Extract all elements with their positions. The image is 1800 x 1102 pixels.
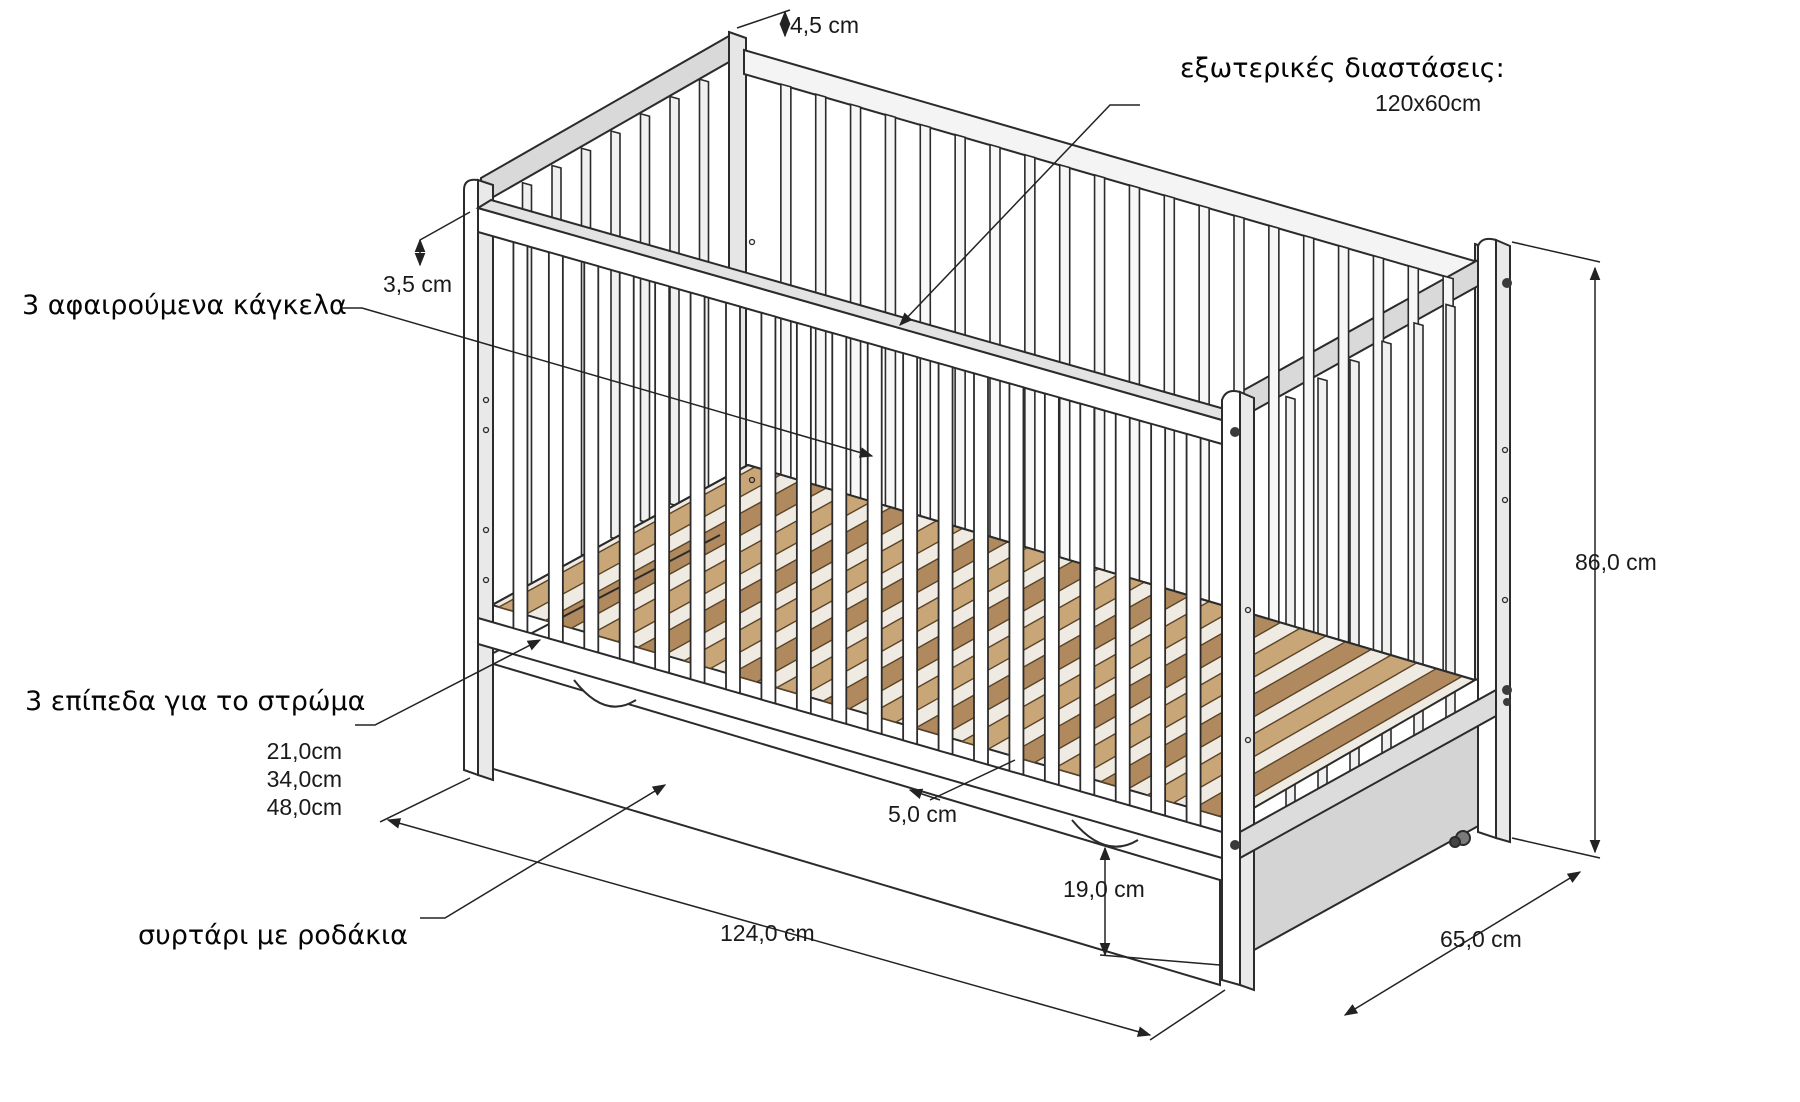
crib-bar	[547, 251, 564, 644]
crib-bar	[937, 362, 954, 756]
screws	[1230, 278, 1512, 850]
removable-bars-label: 3 αφαιρούμενα κάγκελα	[22, 290, 347, 321]
length-dimension: 124,0 cm	[720, 920, 815, 946]
mattress-level-list: 21,0cm 34,0cm 48,0cm	[250, 740, 342, 824]
exterior-dimensions-value: 120x60cm	[1375, 90, 1482, 116]
rail-thickness-dimension: 3,5 cm	[383, 271, 453, 297]
height-dimension: 86,0 cm	[1575, 549, 1657, 575]
crib-bar	[512, 240, 529, 634]
mattress-levels-label: 3 επίπεδα για το στρώμα	[25, 686, 366, 717]
mattress-level-2: 34,0cm	[266, 766, 342, 792]
crib-bar	[902, 351, 919, 746]
crib-bar	[760, 311, 777, 705]
mattress-level-1: 21,0cm	[266, 738, 342, 764]
crib-bar	[725, 301, 741, 695]
drawer-height-dimension: 19,0 cm	[1063, 876, 1145, 902]
dimension-lines	[340, 9, 1601, 1041]
crib-bar	[973, 372, 989, 766]
crib-bar	[795, 321, 812, 715]
crib-bar	[1150, 422, 1167, 817]
drawer-label: συρτάρι με ροδάκια	[138, 920, 408, 951]
bar-gap-dimension: 5,0 cm	[888, 801, 958, 827]
exterior-dimensions-title: εξωτερικές διαστάσεις:	[1180, 53, 1505, 84]
front-frame	[463, 178, 1511, 992]
front-bars	[512, 240, 1202, 827]
top-rail-dimension: 4,5 cm	[790, 12, 860, 38]
crib-bar	[1008, 382, 1025, 776]
crib-bar	[1079, 402, 1096, 797]
crib-bar	[831, 331, 848, 726]
holes	[482, 238, 1509, 744]
crib-bar	[583, 261, 600, 654]
width-dimension: 65,0 cm	[1440, 926, 1522, 952]
crib-bar	[1114, 412, 1131, 807]
crib-bar	[689, 291, 706, 685]
crib-bar	[866, 341, 883, 736]
mattress-level-3: 48,0cm	[266, 794, 342, 820]
crib-bar	[1185, 432, 1202, 827]
crib-bar	[618, 271, 635, 664]
crib-bar	[654, 281, 671, 675]
crib-bar	[1043, 392, 1060, 787]
